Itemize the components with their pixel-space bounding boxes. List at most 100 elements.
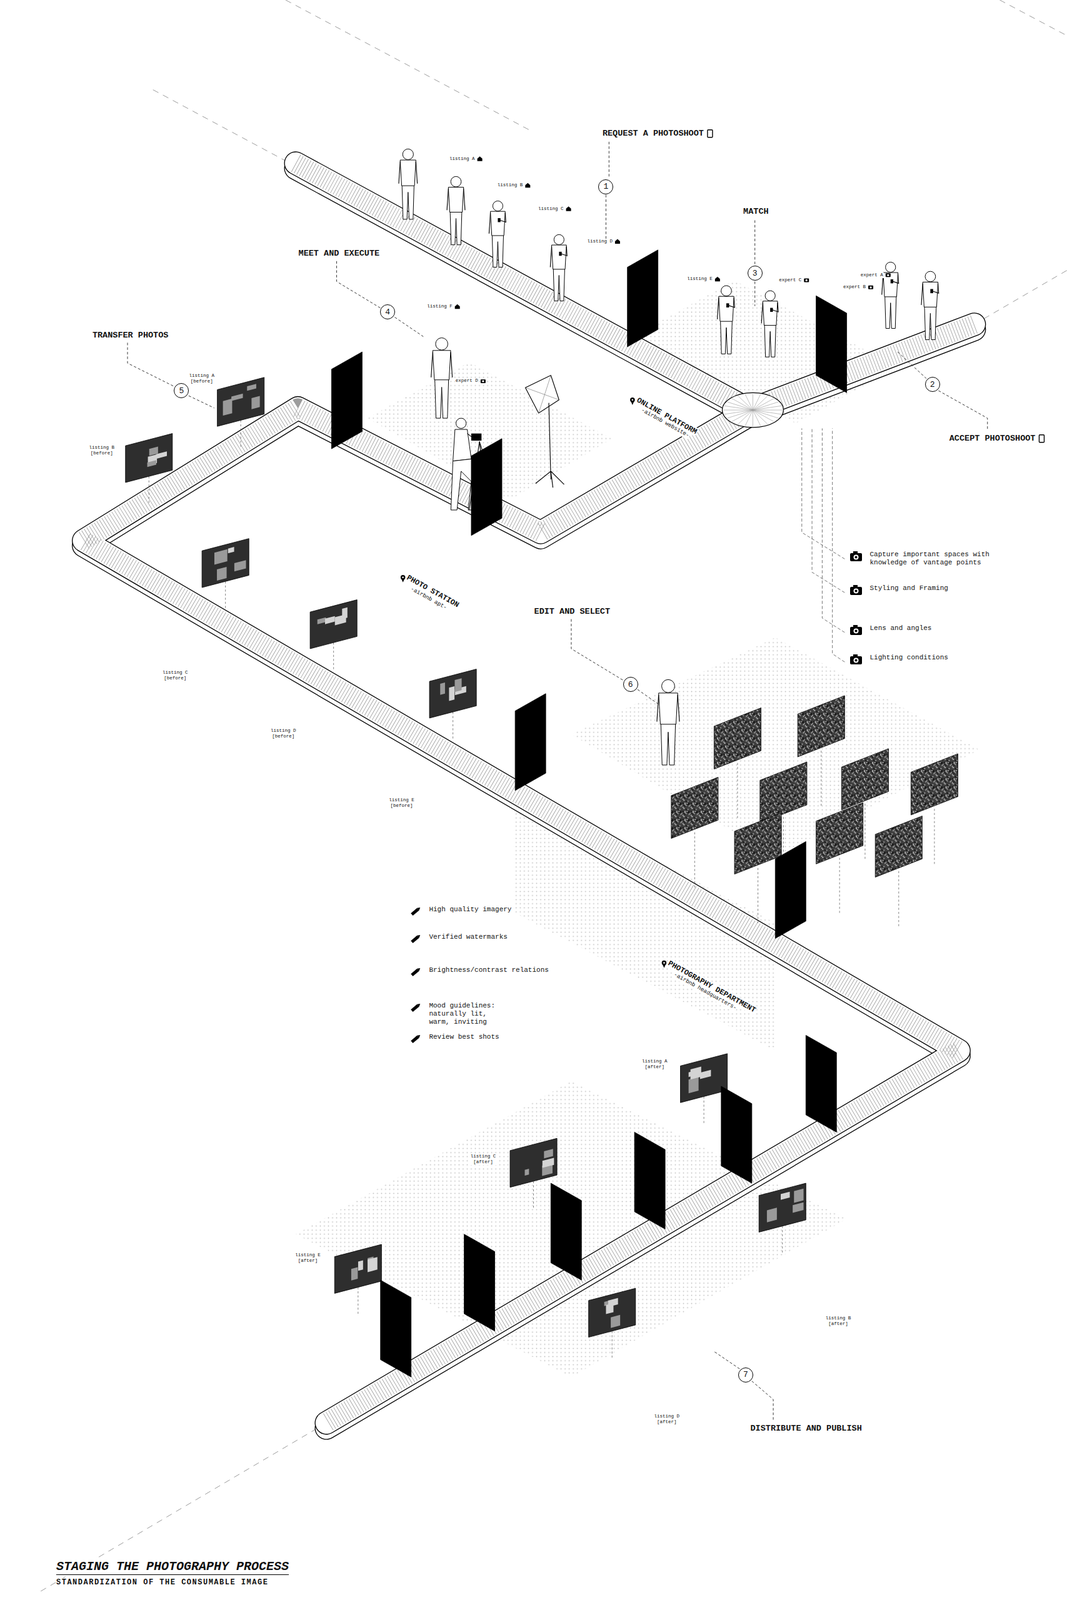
step-heading: DISTRIBUTE AND PUBLISH xyxy=(750,1423,863,1434)
actor-label: listing A xyxy=(448,156,476,162)
person-arm xyxy=(450,351,453,377)
belt-surface xyxy=(295,163,750,411)
photo-detail xyxy=(525,1168,530,1176)
person-figure xyxy=(656,679,680,766)
junction-slat xyxy=(723,410,753,411)
pin-head xyxy=(661,960,667,966)
photo-detail xyxy=(688,1077,699,1094)
legend-row: Mood guidelines: naturally lit, warm, in… xyxy=(408,1001,499,1027)
noise-panel xyxy=(875,816,922,878)
photo-detail xyxy=(246,383,257,391)
photo-detail xyxy=(149,446,159,457)
photo xyxy=(125,433,173,483)
belt-surface xyxy=(83,408,959,1424)
phone-icon xyxy=(707,130,713,138)
phone xyxy=(890,279,894,284)
actor-label: listing D xyxy=(586,238,614,245)
stand-leg xyxy=(550,471,553,488)
person-figure xyxy=(921,271,939,340)
pencil-shape xyxy=(411,1002,422,1012)
photo-detail xyxy=(223,398,233,416)
step-number: 5 xyxy=(179,386,185,396)
stand-line xyxy=(781,1226,783,1256)
pencil-tip xyxy=(417,1002,422,1007)
step-circle: 7 xyxy=(738,1367,754,1383)
photo-detail xyxy=(228,546,235,554)
person-head xyxy=(492,200,503,211)
actor-label: listing B xyxy=(496,182,524,189)
photo-detail xyxy=(317,617,327,625)
photo-detail xyxy=(793,1188,804,1204)
photo-detail xyxy=(351,1267,359,1281)
gate-panel xyxy=(331,351,362,449)
legend-leader xyxy=(801,428,846,559)
junction-slat xyxy=(752,410,754,427)
pencil-icon xyxy=(408,966,423,978)
label-icons xyxy=(455,130,1045,443)
noise-panel xyxy=(713,708,761,770)
leader-line xyxy=(897,351,927,379)
step-circle: 1 xyxy=(598,179,614,195)
guide-line xyxy=(40,1423,327,1592)
legend-text: Lens and angles xyxy=(869,624,932,633)
leader-line xyxy=(938,390,987,431)
junction-slat xyxy=(724,405,754,411)
leader-line xyxy=(754,281,756,306)
photo-label: listing D [after] xyxy=(652,1413,681,1426)
photo xyxy=(429,669,477,719)
person-figure xyxy=(431,338,453,419)
photo xyxy=(201,538,249,588)
listing-icon xyxy=(455,304,461,310)
person-arm xyxy=(932,283,939,294)
stand-line xyxy=(533,1181,534,1211)
camera-lens xyxy=(853,628,859,634)
junction-slat xyxy=(724,410,754,415)
actor-label: listing F xyxy=(426,303,454,310)
listing-icon xyxy=(477,156,483,161)
step-number: 7 xyxy=(743,1370,749,1379)
step-number: 1 xyxy=(603,182,609,191)
person-arm xyxy=(488,212,491,234)
softbox xyxy=(525,375,559,414)
actor-label: listing C xyxy=(537,206,565,212)
photo-label: listing D [before] xyxy=(269,728,298,740)
photo-label: listing A [after] xyxy=(640,1058,669,1071)
photo-label: listing C [before] xyxy=(161,670,190,682)
junction-slat xyxy=(752,410,782,411)
camera-icon xyxy=(849,624,864,636)
photo-detail xyxy=(358,1260,364,1271)
photo xyxy=(680,1053,728,1103)
person-legs xyxy=(720,319,733,354)
person-arm xyxy=(656,695,659,722)
camera-lens xyxy=(481,380,484,382)
person-torso xyxy=(883,272,899,297)
camera-lens-core xyxy=(855,590,858,593)
junction-slat xyxy=(752,394,761,411)
belt-junction xyxy=(721,392,784,427)
noise-panel xyxy=(797,695,845,757)
pencil-shape xyxy=(411,933,422,944)
step-heading: TRANSFER PHOTOS xyxy=(91,330,170,341)
pin-head xyxy=(630,397,636,403)
photo-detail xyxy=(792,1202,804,1214)
illustration xyxy=(40,0,1067,1592)
camera-icon xyxy=(849,653,864,666)
person-arm xyxy=(500,212,507,222)
photo-label: listing E [after] xyxy=(293,1252,322,1264)
junction-slat xyxy=(752,401,779,411)
person-torso xyxy=(490,211,506,236)
pencil-tip xyxy=(417,1033,422,1039)
gate-panel xyxy=(471,438,502,536)
photo-label: listing C [after] xyxy=(469,1153,498,1166)
person-figure xyxy=(881,261,899,329)
photo xyxy=(588,1288,636,1338)
belt-slats xyxy=(750,324,975,411)
step-heading: MEET AND EXECUTE xyxy=(298,248,381,259)
legend-row: Brightness/contrast relations xyxy=(408,966,549,978)
camera-top xyxy=(853,551,858,554)
pencil-shape xyxy=(411,1033,422,1044)
listing-icon xyxy=(715,276,721,282)
camera-icon xyxy=(803,278,809,282)
legend-leader xyxy=(832,428,846,662)
step-circle: 2 xyxy=(925,376,941,392)
